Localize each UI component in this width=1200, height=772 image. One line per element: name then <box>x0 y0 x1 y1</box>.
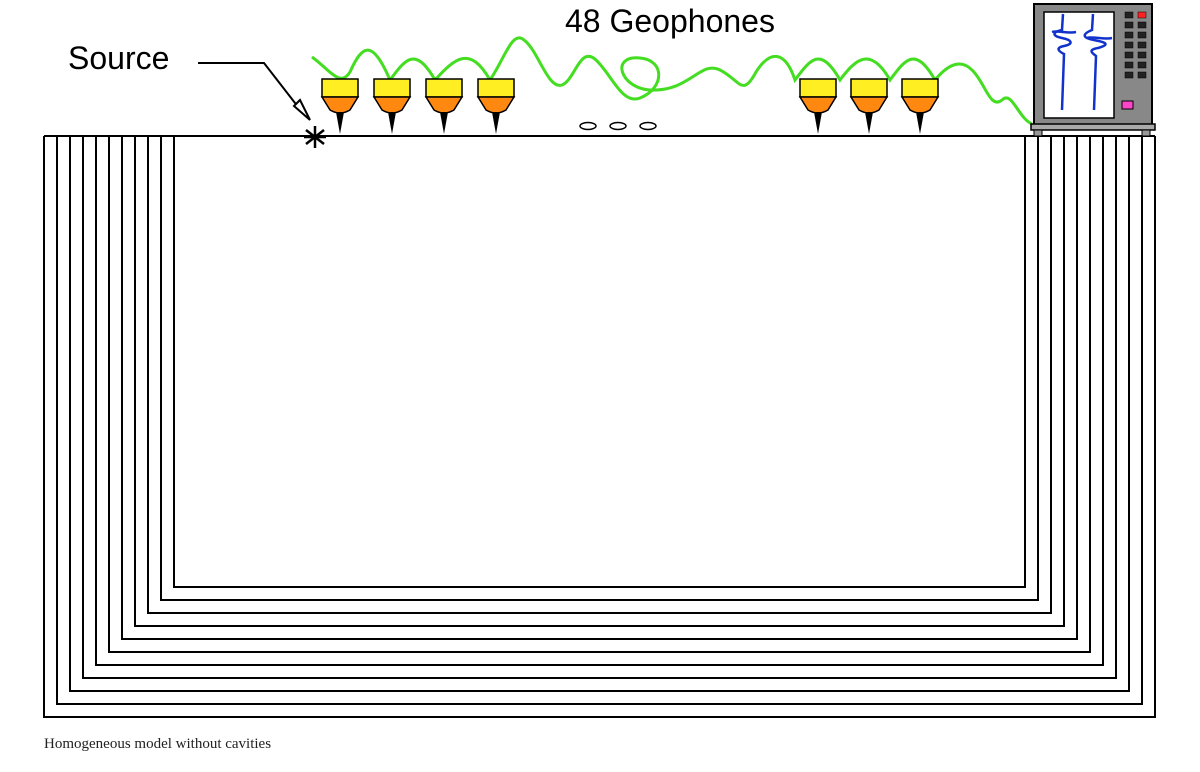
geophones-label: 48 Geophones <box>565 3 775 39</box>
ellipsis-mark <box>609 121 627 131</box>
boundary-layer-line <box>147 136 1052 614</box>
seismic-survey-diagram: Source 48 Geophones <box>43 3 1156 718</box>
boundary-layer-line <box>69 136 1130 692</box>
source-arrowhead <box>292 98 311 121</box>
geophone-icon <box>320 78 360 134</box>
geophone-cable <box>311 36 1033 126</box>
geophone-icon <box>476 78 516 134</box>
geophone-icon <box>798 78 838 134</box>
figure-caption: Homogeneous model without cavities <box>44 736 272 752</box>
source-star-icon <box>304 126 326 148</box>
boundary-layer-line <box>56 136 1143 705</box>
geophone-icon <box>372 78 412 134</box>
ellipsis-mark <box>579 121 597 131</box>
seismograph-base <box>1030 123 1156 131</box>
boundary-layer-line <box>82 136 1117 679</box>
boundary-layer-line <box>173 136 1026 588</box>
model-boundary-layers <box>43 136 1156 718</box>
boundary-layer-line <box>43 136 1156 718</box>
boundary-layer-line <box>95 136 1104 666</box>
source-pointer-line <box>198 62 303 113</box>
boundary-layer-line <box>134 136 1065 627</box>
geophone-array <box>320 78 940 134</box>
boundary-layer-line <box>160 136 1039 601</box>
boundary-layer-line <box>108 136 1091 653</box>
source-label: Source <box>68 40 169 76</box>
geophone-ellipsis <box>579 121 657 131</box>
ellipsis-mark <box>639 121 657 131</box>
geophone-icon <box>424 78 464 134</box>
geophone-icon <box>849 78 889 134</box>
boundary-layer-line <box>121 136 1078 640</box>
geophone-icon <box>900 78 940 134</box>
seismograph-icon <box>1030 3 1156 137</box>
